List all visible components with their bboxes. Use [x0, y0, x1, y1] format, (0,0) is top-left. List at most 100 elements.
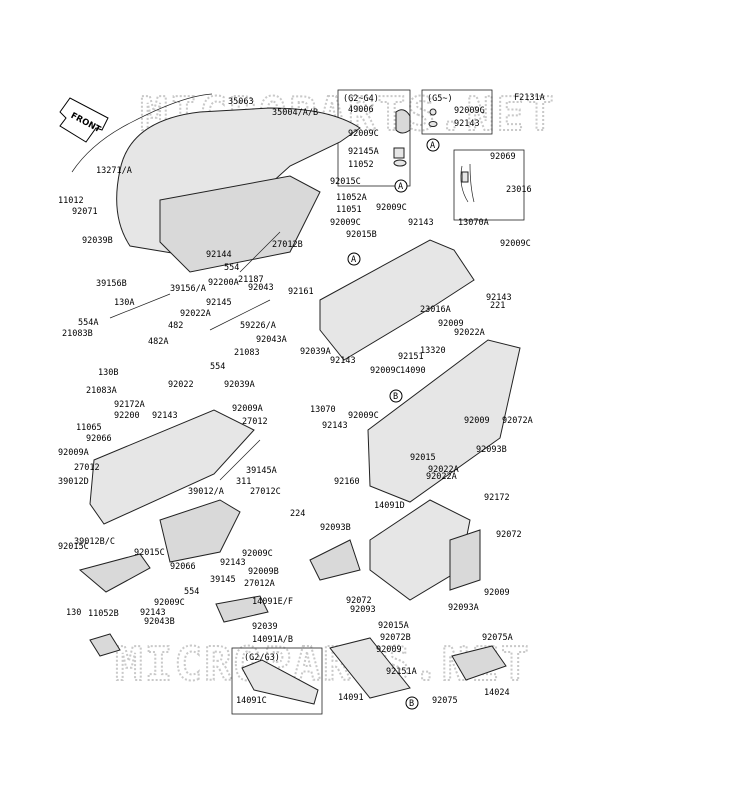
callout-a-3: A: [347, 252, 361, 266]
part-label: 13320: [420, 346, 446, 356]
callout-b-2: B: [405, 696, 419, 710]
lower-panel: [215, 595, 269, 623]
callout-b-1: B: [389, 389, 403, 403]
part-label: 39012/A: [188, 487, 224, 497]
part-label: 39012B/C: [74, 537, 115, 547]
side-bracket: [449, 529, 481, 591]
part-label: 92093B: [476, 445, 507, 455]
part-label: 92015: [410, 453, 436, 463]
part-label: 92009C: [242, 549, 273, 559]
rod-27012B: [239, 231, 281, 273]
svg-text:(G2~G4): (G2~G4): [343, 94, 379, 104]
part-label: 92200A: [208, 278, 239, 288]
svg-text:B: B: [409, 699, 414, 709]
glove-box: [89, 409, 255, 525]
part-label: 11052B: [88, 609, 119, 619]
part-label: 92143: [220, 558, 246, 568]
part-label: 92043B: [144, 617, 175, 627]
part-label: 14091D: [374, 501, 405, 511]
part-label: 23016: [506, 185, 532, 195]
front-arrow-icon: FRONT: [59, 97, 109, 143]
part-label: 554: [184, 587, 199, 597]
panel-23016: [453, 149, 525, 221]
part-label: 27012C: [250, 487, 281, 497]
part-label: 92039A: [224, 380, 255, 390]
part-label: 92144: [206, 250, 232, 260]
part-label: 92151: [398, 352, 424, 362]
callout-a-2: A: [426, 138, 440, 152]
part-label: 92022A: [180, 309, 211, 319]
part-label: 21083A: [86, 386, 117, 396]
part-label: 92093B: [320, 523, 351, 533]
part-label: 21083: [234, 348, 260, 358]
part-label: 13070A: [458, 218, 489, 228]
part-label: 92009A: [58, 448, 89, 458]
hood-tray: [159, 175, 321, 273]
part-label: 92009G: [454, 106, 485, 116]
part-label: 92009C: [154, 598, 185, 608]
part-label: 11065: [76, 423, 102, 433]
part-label: 92093A: [448, 603, 479, 613]
panel-g5: (G5~): [421, 89, 493, 135]
part-label: 92009C: [500, 239, 531, 249]
part-label: 92015C: [330, 177, 361, 187]
svg-text:(G2/G3): (G2/G3): [244, 653, 280, 663]
part-label: 92160: [334, 477, 360, 487]
part-label: 39156/A: [170, 284, 206, 294]
part-label: 92022A: [428, 465, 459, 475]
relay-box: [451, 645, 507, 681]
part-label: 92172: [484, 493, 510, 503]
part-label: 14091C: [236, 696, 267, 706]
part-label: 311: [236, 477, 251, 487]
part-label: 92143: [486, 293, 512, 303]
part-label: 11052: [348, 160, 374, 170]
part-label: 130: [66, 608, 81, 618]
part-label: 92022: [168, 380, 194, 390]
part-label: 92093: [350, 605, 376, 615]
lower-dash: [367, 339, 521, 503]
part-label: 14091E/F: [252, 597, 293, 607]
part-label: 482A: [148, 337, 168, 347]
part-label: 92009C: [348, 129, 379, 139]
part-label: 23016A: [420, 305, 451, 315]
figure-code: F2131A: [514, 93, 545, 103]
part-label: 92072: [496, 530, 522, 540]
part-label: 92145A: [348, 147, 379, 157]
part-label: 11051: [336, 205, 362, 215]
part-label: 13271/A: [96, 166, 132, 176]
cable-35063: [71, 93, 213, 173]
instrument-panel: [319, 239, 475, 361]
part-label: 130A: [114, 298, 134, 308]
rod-554A: [109, 293, 171, 319]
part-label: 39145: [210, 575, 236, 585]
part-label: 92072A: [502, 416, 533, 426]
part-label: 92015C: [58, 542, 89, 552]
part-label: 92039A: [300, 347, 331, 357]
part-label: 92015B: [346, 230, 377, 240]
part-label: 59226/A: [240, 321, 276, 331]
part-label: 92143: [454, 119, 480, 129]
rod-21083: [209, 299, 271, 331]
part-label: 13070: [310, 405, 336, 415]
part-label: 92143: [408, 218, 434, 228]
part-label: 92015A: [378, 621, 409, 631]
part-label: 49006: [348, 105, 374, 115]
part-label: 92009B: [248, 567, 279, 577]
bracket: [309, 539, 361, 581]
svg-text:A: A: [351, 255, 356, 265]
part-label: 92066: [170, 562, 196, 572]
part-label: 27012: [242, 417, 268, 427]
part-label: 27012: [74, 463, 100, 473]
part-label: 92009C: [348, 411, 379, 421]
part-label: 92043: [248, 283, 274, 293]
part-label: 92172A: [114, 400, 145, 410]
part-label: 224: [290, 509, 305, 519]
part-label: 92200: [114, 411, 140, 421]
part-label: 92072B: [380, 633, 411, 643]
part-label: 92022A: [454, 328, 485, 338]
part-label: 92022A: [426, 472, 457, 482]
part-label: 92009: [438, 319, 464, 329]
part-label: 27012A: [244, 579, 275, 589]
part-label: 27012B: [272, 240, 303, 250]
